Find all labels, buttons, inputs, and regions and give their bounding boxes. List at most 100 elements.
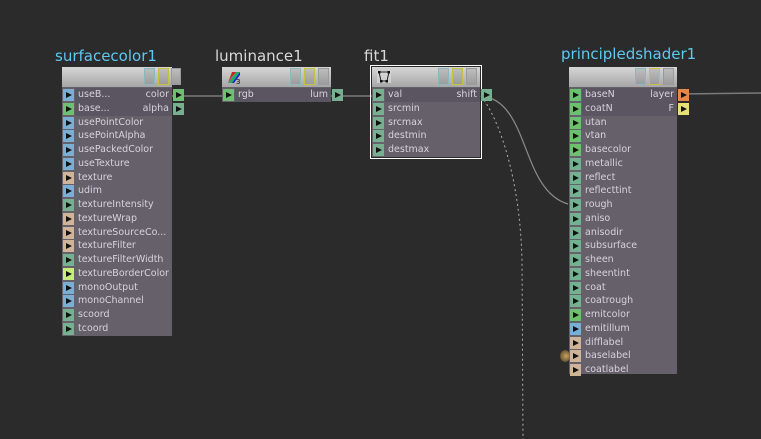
input-port-usepointcolor[interactable]	[63, 116, 74, 129]
input-port-texturefilter[interactable]	[63, 240, 74, 253]
input-port-sheen[interactable]	[570, 254, 581, 266]
input-port-useb[interactable]	[63, 89, 74, 101]
input-port-coatrough[interactable]	[570, 295, 581, 308]
output-port-shift[interactable]	[481, 89, 492, 101]
display-flag[interactable]	[452, 68, 463, 85]
input-port-base[interactable]	[63, 102, 74, 115]
display-flag[interactable]	[158, 68, 169, 85]
node-title-fit1[interactable]: fit1	[364, 47, 389, 65]
input-port-sheentint[interactable]	[570, 267, 581, 280]
node-title-surfacecolor1[interactable]: surfacecolor1	[55, 47, 157, 65]
input-port-usepointalpha[interactable]	[63, 130, 74, 143]
template-flag[interactable]	[171, 68, 181, 85]
bypass-flag[interactable]	[144, 68, 155, 85]
port-row: tcoord	[62, 322, 172, 336]
input-port-monooutput[interactable]	[63, 281, 74, 294]
input-label: subsurface	[585, 240, 638, 252]
wire-fit-dashed-offscreen[interactable]	[480, 95, 524, 439]
input-port-reflecttint[interactable]	[570, 185, 581, 198]
input-port-srcmin[interactable]	[373, 102, 384, 115]
input-label: anisodir	[585, 226, 623, 238]
input-port-textureintensity[interactable]	[63, 199, 74, 211]
input-port-anisodir[interactable]	[570, 226, 581, 239]
port-row: coatrough	[569, 294, 677, 308]
bypass-flag[interactable]	[635, 68, 646, 85]
input-port-tcoord[interactable]	[63, 322, 74, 335]
input-port-coatn[interactable]	[570, 102, 581, 115]
input-label: usePackedColor	[78, 144, 154, 155]
input-label: metallic	[585, 157, 623, 169]
bypass-flag[interactable]	[290, 68, 301, 85]
input-port-coat[interactable]	[570, 281, 581, 294]
node-header[interactable]	[372, 67, 480, 87]
output-port-layer[interactable]	[678, 89, 689, 101]
node-header[interactable]	[569, 67, 677, 87]
input-port-rough[interactable]	[570, 199, 581, 211]
input-port-baselabel[interactable]	[570, 350, 581, 363]
input-label: emitillum	[585, 322, 630, 334]
input-label: reflecttint	[585, 185, 632, 197]
input-port-usepackedcolor[interactable]	[63, 144, 74, 156]
wire-fit-to-principled-rough[interactable]	[480, 95, 569, 205]
port-row: useTexture	[62, 157, 172, 171]
input-port-metallic[interactable]	[570, 157, 581, 170]
input-label: basecolor	[585, 144, 632, 155]
input-port-texturefilterwidth[interactable]	[63, 254, 74, 266]
display-flag[interactable]	[304, 68, 315, 85]
input-port-basen[interactable]	[570, 89, 581, 101]
node-title-luminance1[interactable]: luminance1	[215, 47, 303, 65]
input-port-utan[interactable]	[570, 116, 581, 129]
port-row: reflect	[569, 171, 677, 185]
port-row: vtan	[569, 129, 677, 143]
bypass-flag[interactable]	[438, 68, 449, 85]
input-port-reflect[interactable]	[570, 171, 581, 184]
template-flag[interactable]	[663, 68, 674, 85]
input-port-val[interactable]	[373, 89, 384, 101]
output-port-alpha[interactable]	[173, 102, 184, 115]
input-label: textureBorderColor	[78, 267, 169, 279]
input-port-aniso[interactable]	[570, 212, 581, 225]
input-port-rgb[interactable]	[223, 89, 234, 101]
port-row: base...alpha	[62, 101, 184, 116]
input-port-destmax[interactable]	[373, 144, 384, 156]
input-port-subsurface[interactable]	[570, 240, 581, 253]
input-port-texturebordercolor[interactable]	[63, 267, 74, 280]
input-port-usetexture[interactable]	[63, 157, 74, 170]
input-port-texture[interactable]	[63, 171, 74, 184]
input-port-srcmax[interactable]	[373, 116, 384, 129]
port-row: metallic	[569, 157, 677, 171]
input-port-basecolor[interactable]	[570, 144, 581, 156]
input-port-coatlabel[interactable]	[570, 364, 581, 376]
input-port-texturesourceco[interactable]	[63, 226, 74, 239]
input-port-scoord[interactable]	[63, 309, 74, 321]
input-port-udim[interactable]	[63, 185, 74, 198]
input-port-vtan[interactable]	[570, 130, 581, 143]
output-port-f[interactable]	[678, 102, 689, 115]
output-port-color[interactable]	[173, 89, 184, 101]
input-label: val	[388, 89, 403, 100]
wire-principled-layer-offscreen[interactable]	[677, 92, 761, 95]
port-row: sheen	[569, 253, 677, 267]
node-header[interactable]: 3	[222, 67, 331, 87]
port-row-highlight	[235, 88, 331, 102]
input-label: scoord	[78, 309, 110, 320]
input-port-destmin[interactable]	[373, 130, 384, 143]
input-port-difflabel[interactable]	[570, 336, 581, 349]
display-flag[interactable]	[649, 68, 660, 85]
node-title-principledshader1[interactable]: principledshader1	[561, 45, 697, 63]
input-label: usePointColor	[78, 116, 144, 128]
node-header[interactable]	[62, 67, 181, 87]
input-port-monochannel[interactable]	[63, 295, 74, 308]
input-port-emitillum[interactable]	[570, 322, 581, 335]
output-port-lum[interactable]	[332, 89, 343, 101]
template-flag[interactable]	[318, 68, 329, 85]
input-label: reflect	[585, 171, 616, 183]
input-port-emitcolor[interactable]	[570, 309, 581, 321]
input-port-texturewrap[interactable]	[63, 212, 74, 225]
template-flag[interactable]	[466, 68, 477, 85]
